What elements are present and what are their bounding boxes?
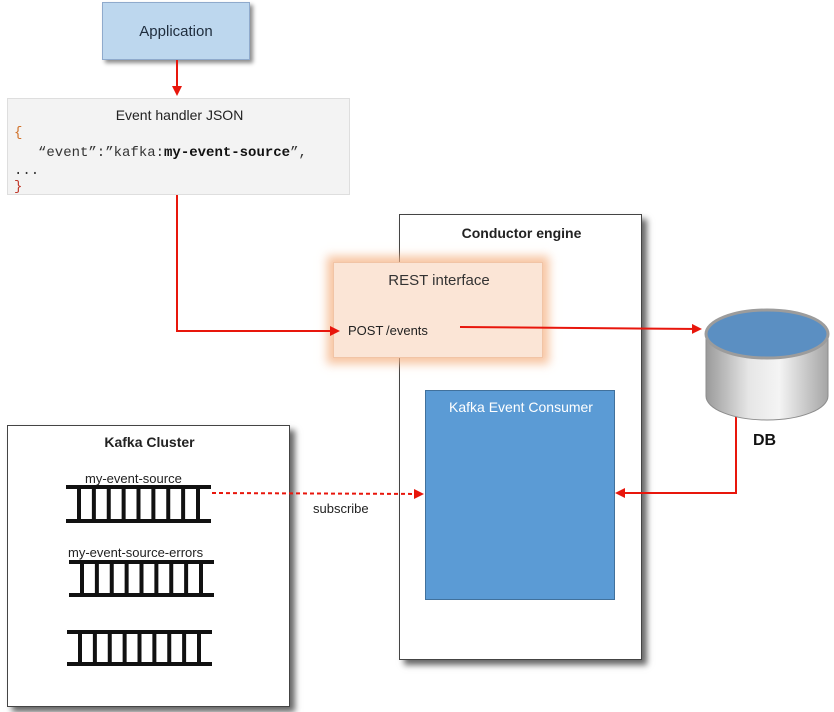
rest-path: /events <box>386 323 428 338</box>
arrow-rest-to-db <box>459 323 702 334</box>
json-event-end: ”, <box>290 145 307 161</box>
json-event-line: “event”:”kafka:my-event-source”, <box>38 145 307 161</box>
topic-label-my-event-source: my-event-source <box>85 471 182 486</box>
db-cylinder-icon <box>704 308 830 421</box>
event-handler-json-box: Event handler JSON { “event”:”kafka:my-e… <box>7 98 350 195</box>
topic-ladder-my-event-source-icon <box>66 485 211 523</box>
arrow-json-to-rest <box>176 195 340 336</box>
application-box: Application <box>102 2 250 60</box>
conductor-engine-title: Conductor engine <box>461 225 582 241</box>
application-label: Application <box>139 22 213 40</box>
topic-ladder-my-event-source-errors-icon <box>69 560 214 597</box>
json-event-source-value: my-event-source <box>164 145 291 161</box>
rest-interface-title: REST interface <box>388 272 490 289</box>
event-handler-title: Event handler JSON <box>115 107 244 123</box>
topic-label-my-event-source-errors: my-event-source-errors <box>68 545 204 560</box>
json-ellipsis: ... <box>14 163 40 179</box>
subscribe-label: subscribe <box>313 501 369 516</box>
topic-ladder-unnamed-icon <box>67 630 212 666</box>
kafka-event-consumer-box: Kafka Event Consumer <box>425 390 615 600</box>
json-event-key: “event”:”kafka: <box>38 145 165 161</box>
rest-method: POST <box>348 323 384 338</box>
rest-interface-box: REST interface POST /events <box>333 262 543 358</box>
arrow-subscribe <box>211 488 424 499</box>
kafka-cluster-box: Kafka Cluster <box>7 425 290 707</box>
kafka-cluster-title: Kafka Cluster <box>104 434 195 450</box>
db-label: DB <box>753 432 777 449</box>
json-open-brace: { <box>14 125 23 141</box>
arrow-db-to-consumer <box>615 412 737 498</box>
json-close-brace: } <box>14 179 23 195</box>
kafka-event-consumer-title: Kafka Event Consumer <box>449 399 593 415</box>
